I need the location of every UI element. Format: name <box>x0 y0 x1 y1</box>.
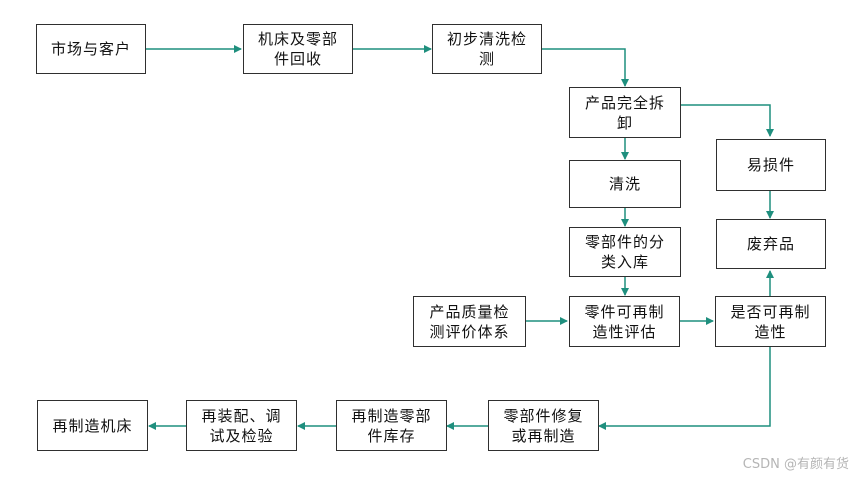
node-recycle-label: 机床及零部件回收 <box>257 30 338 68</box>
node-assembly: 再装配、调试及检验 <box>186 400 297 451</box>
watermark: CSDN @有颜有货 <box>742 457 849 472</box>
node-assembly-label: 再装配、调试及检验 <box>201 406 282 445</box>
node-final: 再制造机床 <box>37 400 148 451</box>
node-decision: 是否可再制造性 <box>715 296 826 347</box>
node-market: 市场与客户 <box>36 24 146 74</box>
node-repair: 零部件修复或再制造 <box>488 400 599 451</box>
node-cleaning: 清洗 <box>569 160 681 208</box>
node-initial-clean-label: 初步清洗检测 <box>446 30 527 68</box>
node-classify: 零部件的分类入库 <box>569 227 681 277</box>
node-disassembly-label: 产品完全拆卸 <box>584 93 665 132</box>
arrow-clean-disassembly <box>542 48 629 87</box>
node-cleaning-label: 清洗 <box>608 175 641 193</box>
node-waste: 废弃品 <box>716 219 826 269</box>
node-disassembly: 产品完全拆卸 <box>569 87 681 138</box>
node-inventory-label: 再制造零部件库存 <box>351 406 432 445</box>
node-inventory: 再制造零部件库存 <box>336 400 447 451</box>
node-waste-label: 废弃品 <box>746 235 795 253</box>
node-recycle: 机床及零部件回收 <box>243 24 353 74</box>
node-repair-label: 零部件修复或再制造 <box>503 406 584 445</box>
node-evaluate: 零件可再制造性评估 <box>569 296 680 347</box>
node-evaluate-label: 零件可再制造性评估 <box>584 302 665 341</box>
node-wearing-parts: 易损件 <box>716 139 826 191</box>
node-final-label: 再制造机床 <box>52 416 133 435</box>
node-classify-label: 零部件的分类入库 <box>584 233 665 271</box>
node-quality-system: 产品质量检测评价体系 <box>413 296 526 347</box>
node-market-label: 市场与客户 <box>50 40 131 58</box>
arrow-decision-repair <box>598 347 771 430</box>
node-decision-label: 是否可再制造性 <box>730 302 811 341</box>
node-quality-system-label: 产品质量检测评价体系 <box>429 302 510 341</box>
node-initial-clean: 初步清洗检测 <box>432 24 542 74</box>
node-wearing-parts-label: 易损件 <box>746 156 795 174</box>
arrow-disassembly-wearing <box>681 104 774 137</box>
